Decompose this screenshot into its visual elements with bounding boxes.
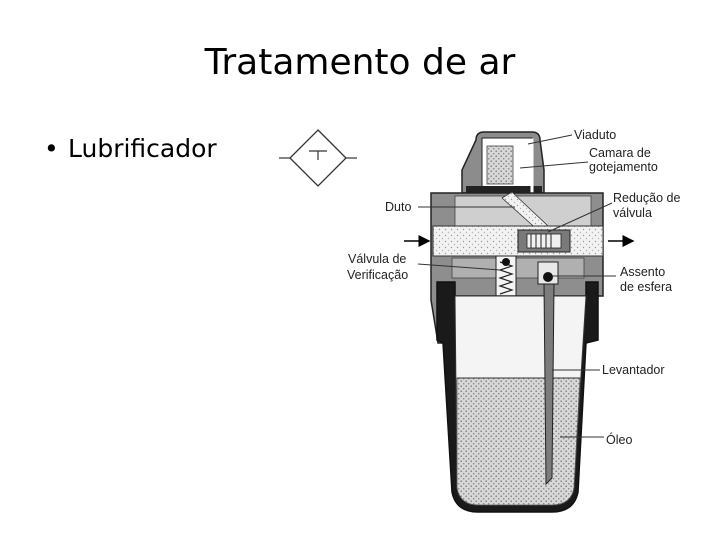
label-reducao-1: Redução de [613,191,680,205]
bullet-item: • Lubrificador [44,134,217,163]
bullet-dot: • [44,134,59,163]
label-camara-2: gotejamento [589,160,658,174]
bullet-text: Lubrificador [68,134,217,163]
label-valvula-2: Verificação [347,268,408,282]
label-camara-1: Camara de [589,146,651,160]
label-assento-2: de esfera [620,280,672,294]
lubricator-cutaway [430,131,604,513]
label-assento-1: Assento [620,265,665,279]
label-reducao-2: válvula [613,206,652,220]
label-duto: Duto [385,200,411,214]
lubricator-symbol [279,129,357,187]
label-viaduto: Viaduto [574,128,616,142]
label-levantador: Levantador [602,363,665,377]
label-valvula-1: Válvula de [348,252,406,266]
slide-title: Tratamento de ar [204,42,516,83]
leader-lines [417,134,616,438]
label-oleo: Óleo [606,432,632,447]
